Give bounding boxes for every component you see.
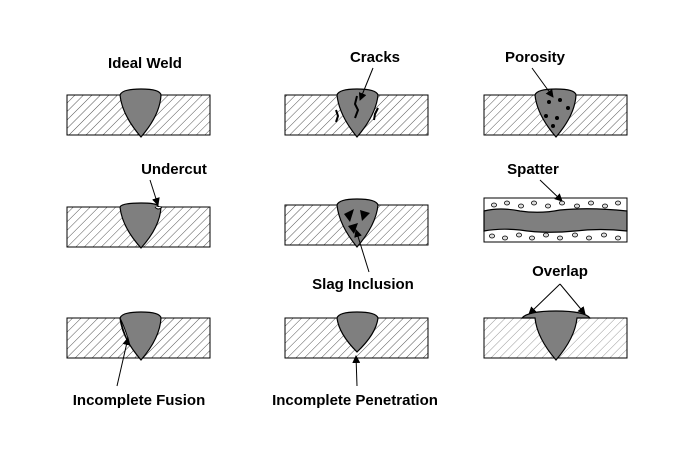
incomplete-penetration-weld-bead [336,311,379,353]
spatter-weld-bead [483,208,628,233]
ideal-weld-label: Ideal Weld [108,55,182,72]
incomplete-penetration-leader-line [352,355,361,387]
spatter-panel: Spatter [483,161,628,243]
overlap-leader-left [528,283,561,315]
slag-inclusion-leader-line [354,229,370,273]
undercut-panel: Undercut [66,161,211,249]
slag-inclusion-weld-bead [336,198,379,248]
spatter-droplets [489,200,621,241]
undercut-label: Undercut [141,161,207,178]
crack-mark-right [373,107,379,121]
overlap-panel: Overlap [483,263,628,361]
porosity-label: Porosity [505,49,566,66]
porosity-pores [544,98,570,128]
spatter-leader-line [539,179,563,202]
overlap-label: Overlap [532,263,588,280]
incomplete-fusion-weld-bead [119,311,162,361]
ideal-weld-bead [119,88,162,138]
cracks-label: Cracks [350,49,400,66]
slag-inclusion-panel: Slag Inclusion [284,198,429,293]
ideal-weld-panel: Ideal Weld [66,55,211,138]
slag-inclusion-label: Slag Inclusion [312,276,414,293]
undercut-notch [154,206,163,210]
undercut-leader-line [149,179,160,206]
incomplete-fusion-panel: Incomplete Fusion [66,311,211,409]
porosity-leader-line [531,67,554,98]
incomplete-penetration-panel: Incomplete Penetration [272,311,438,409]
overlap-leader-right [559,283,586,315]
porosity-panel: Porosity [483,49,628,138]
cracks-leader-line [358,67,374,101]
overlap-weld-bead [520,310,592,361]
incomplete-penetration-label: Incomplete Penetration [272,392,438,409]
undercut-weld-bead [119,202,162,249]
cracks-panel: Cracks [284,49,429,138]
crack-mark-left [335,109,340,123]
incomplete-fusion-label: Incomplete Fusion [73,392,206,409]
crack-mark-center [353,95,360,119]
slag-pockets [344,209,370,234]
spatter-label: Spatter [507,161,559,178]
incomplete-fusion-leader-line [116,337,131,387]
